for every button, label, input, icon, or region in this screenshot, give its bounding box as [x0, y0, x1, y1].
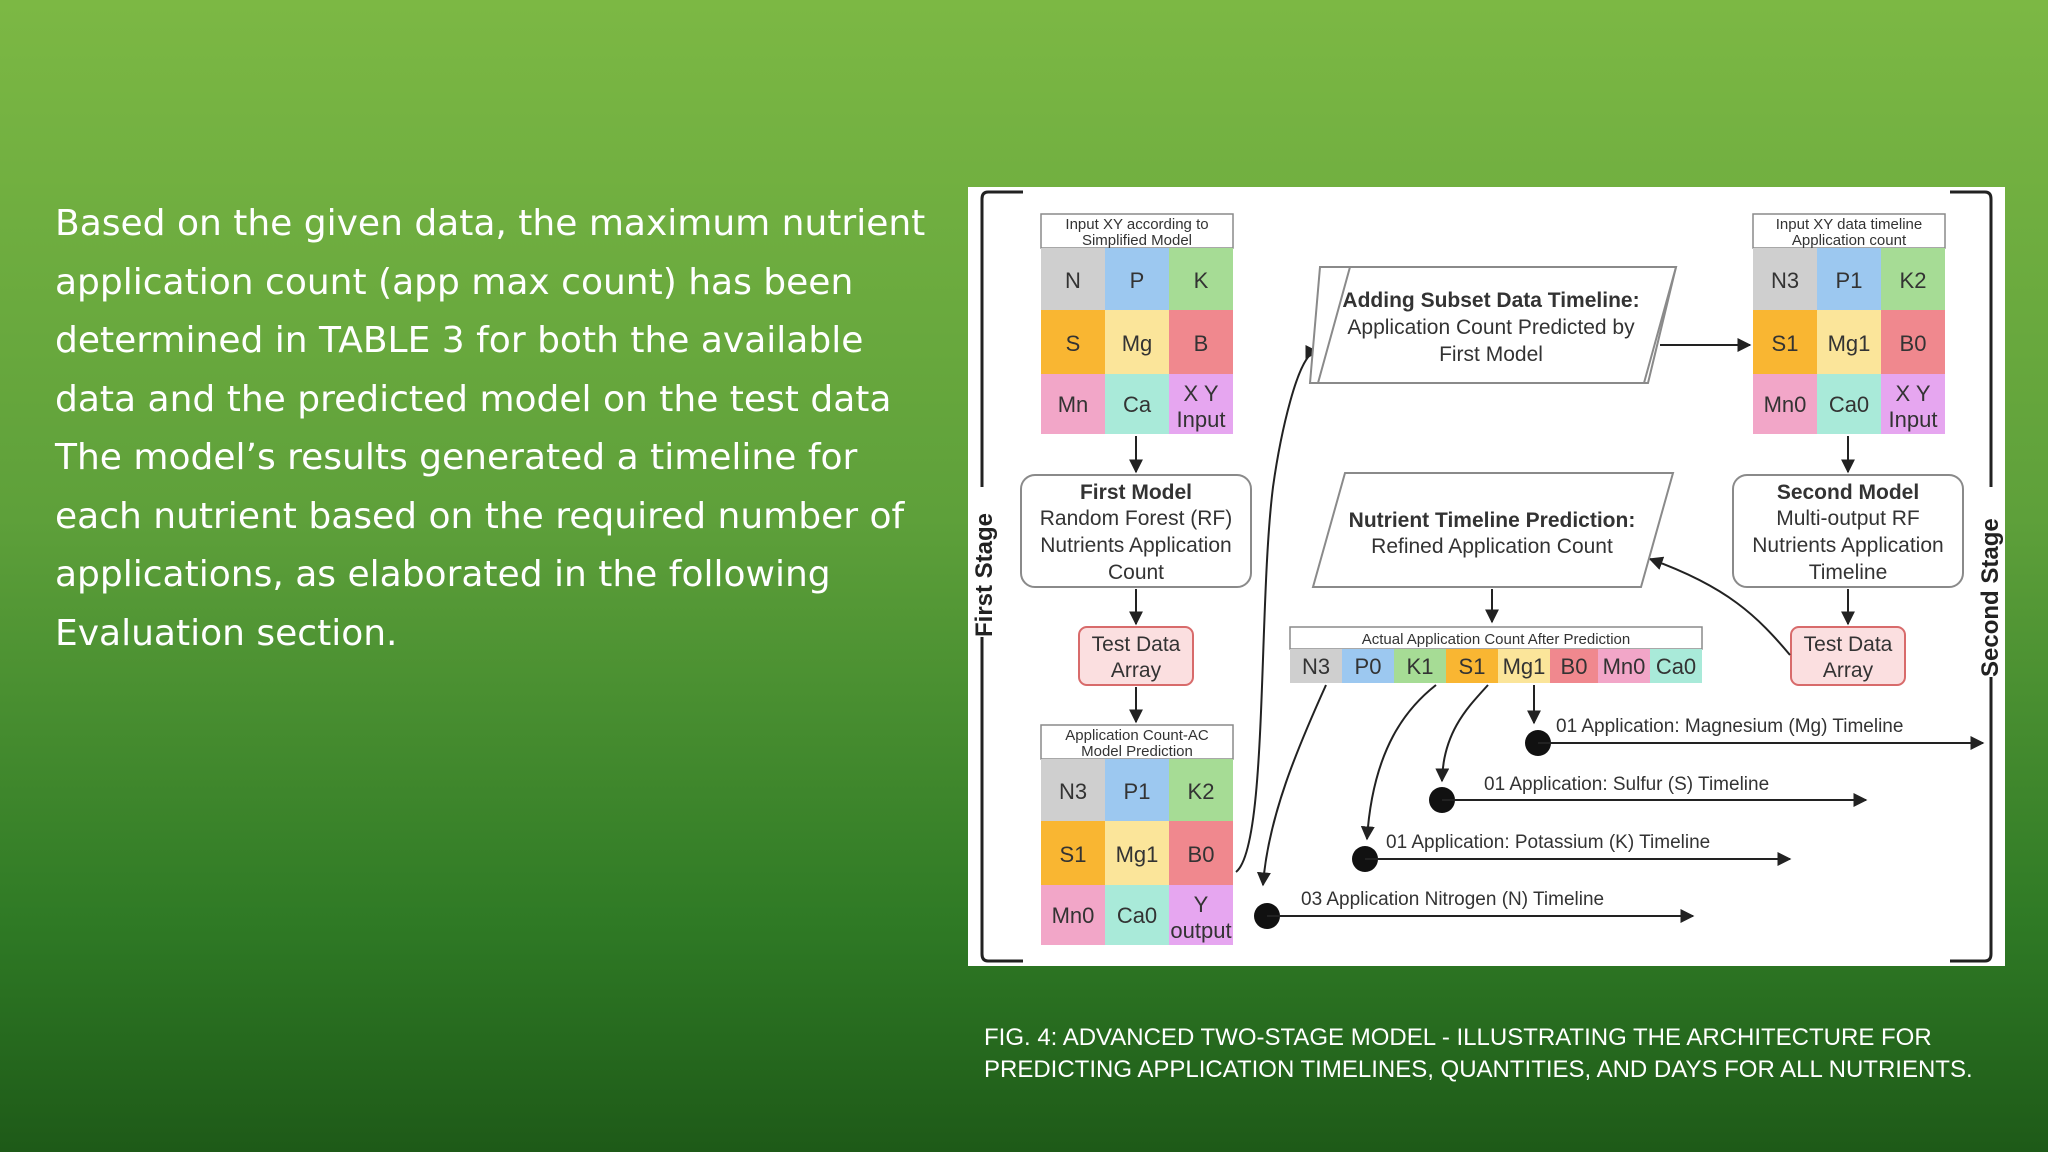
grid-cell-mn0: Mn0	[1764, 392, 1807, 417]
timeline-label: 01 Application: Magnesium (Mg) Timeline	[1556, 716, 1903, 737]
timeline-potassium: 01 Application: Potassium (K) Timeline	[1352, 832, 1792, 872]
timeline-nitrogen: 03 Application Nitrogen (N) Timeline	[1254, 889, 1695, 929]
grid-title-line: Application count	[1792, 232, 1907, 249]
grid-cell-s1: S1	[1060, 842, 1087, 867]
grid-cell-mg: Mg	[1122, 331, 1153, 356]
timeline-label: 03 Application Nitrogen (N) Timeline	[1301, 889, 1604, 910]
timeline-sulfur: 01 Application: Sulfur (S) Timeline	[1429, 774, 1868, 813]
second-model-title: Second Model	[1777, 481, 1919, 504]
grid-cell-input: Input	[1889, 407, 1938, 432]
grid-title-line: Input XY according to	[1065, 216, 1208, 233]
grid-title-line: Input XY data timeline	[1776, 216, 1922, 233]
figure-diagram: First Stage Second Stage Input XY accord…	[968, 187, 2005, 966]
actual-cell-ca0: Ca0	[1656, 654, 1696, 679]
body-line: Evaluation section.	[55, 612, 398, 654]
nutrient-timeline-title: Nutrient Timeline Prediction:	[1349, 509, 1636, 532]
nutrient-timeline-box: Nutrient Timeline Prediction: Refined Ap…	[1311, 472, 1675, 588]
grid-cell-p1: P1	[1124, 779, 1151, 804]
test-data-line: Test Data	[1092, 633, 1181, 656]
timeline-label: 01 Application: Potassium (K) Timeline	[1386, 832, 1710, 853]
test-data-right: Test Data Array	[1790, 626, 1906, 686]
grid-cell-input: Input	[1177, 407, 1226, 432]
grid-cell-s1: S1	[1772, 331, 1799, 356]
second-model-box: Second Model Multi-output RF Nutrients A…	[1732, 474, 1964, 588]
input-grid: Input XY according to Simplified Model N…	[1040, 213, 1234, 434]
first-model-line: Count	[1108, 561, 1164, 584]
grid-cell-xy: X Y	[1183, 381, 1218, 406]
actual-cell-k1: K1	[1407, 654, 1434, 679]
grid-cell-s: S	[1066, 331, 1081, 356]
second-model-line: Timeline	[1809, 561, 1888, 584]
actual-cell-mg1: Mg1	[1503, 654, 1546, 679]
grid-cell-k2: K2	[1900, 268, 1927, 293]
body-line: application count (app max count) has be…	[55, 261, 854, 303]
slide-body-text: Based on the given data, the maximum nut…	[55, 195, 926, 663]
adding-subset-line: First Model	[1439, 343, 1543, 366]
first-model-line: Nutrients Application	[1040, 534, 1231, 557]
grid-cell-p1: P1	[1836, 268, 1863, 293]
adding-subset-title: Adding Subset Data Timeline:	[1342, 289, 1639, 312]
second-model-line: Multi-output RF	[1776, 507, 1920, 530]
caption-line: FIG. 4: ADVANCED TWO-STAGE MODEL - ILLUS…	[984, 1024, 1932, 1051]
grid-cell-k2: K2	[1188, 779, 1215, 804]
nutrient-timeline-line: Refined Application Count	[1371, 535, 1613, 558]
grid-cell-n3: N3	[1771, 268, 1799, 293]
first-model-box: First Model Random Forest (RF) Nutrients…	[1020, 474, 1252, 588]
caption-line: PREDICTING APPLICATION TIMELINES, QUANTI…	[984, 1056, 1973, 1083]
body-line: determined in TABLE 3 for both the avail…	[55, 320, 864, 361]
test-data-line: Array	[1823, 659, 1874, 682]
ac-prediction-grid: Application Count-AC Model Prediction N3…	[1040, 724, 1234, 945]
grid-cell-n3: N3	[1059, 779, 1087, 804]
timeline-label: 01 Application: Sulfur (S) Timeline	[1484, 774, 1769, 795]
grid-cell-b: B	[1194, 331, 1209, 356]
body-line: Based on the given data, the maximum nut…	[55, 203, 926, 244]
grid-cell-p: P	[1130, 268, 1145, 293]
body-line: each nutrient based on the required numb…	[55, 495, 905, 537]
grid-title-line: Model Prediction	[1081, 743, 1193, 760]
actual-cell-mn0: Mn0	[1603, 654, 1646, 679]
adding-subset-box: Adding Subset Data Timeline: Application…	[1308, 266, 1678, 384]
grid-cell-output: output	[1170, 918, 1231, 943]
first-stage-label: First Stage	[971, 513, 998, 637]
grid-cell-b0: B0	[1188, 842, 1215, 867]
first-model-title: First Model	[1080, 481, 1192, 504]
test-data-line: Test Data	[1804, 633, 1893, 656]
actual-cell-n3: N3	[1302, 654, 1330, 679]
body-line: The model’s results generated a timeline…	[55, 437, 858, 478]
timeline-input-grid: Input XY data timeline Application count…	[1752, 213, 1946, 434]
test-data-line: Array	[1111, 659, 1162, 682]
grid-cell-xy: X Y	[1895, 381, 1930, 406]
timeline-magnesium: 01 Application: Magnesium (Mg) Timeline	[1525, 716, 1985, 756]
grid-cell-k: K	[1194, 268, 1209, 293]
grid-cell-ca: Ca	[1123, 392, 1152, 417]
actual-count-table: Actual Application Count After Predictio…	[1289, 626, 1703, 683]
grid-cell-mg1: Mg1	[1828, 331, 1871, 356]
grid-cell-n: N	[1065, 268, 1081, 293]
first-model-line: Random Forest (RF)	[1040, 507, 1233, 530]
grid-title-line: Application Count-AC	[1065, 727, 1209, 744]
figure-caption: FIG. 4: ADVANCED TWO-STAGE MODEL - ILLUS…	[984, 1022, 2034, 1086]
adding-subset-line: Application Count Predicted by	[1347, 316, 1635, 339]
grid-cell-mn: Mn	[1058, 392, 1089, 417]
second-stage-label: Second Stage	[1977, 518, 2004, 677]
test-data-left: Test Data Array	[1078, 626, 1194, 686]
second-model-line: Nutrients Application	[1752, 534, 1943, 557]
grid-cell-b0: B0	[1900, 331, 1927, 356]
actual-count-title: Actual Application Count After Predictio…	[1362, 631, 1631, 648]
grid-cell-mg1: Mg1	[1116, 842, 1159, 867]
body-line: data and the predicted model on the test…	[55, 378, 892, 420]
actual-cell-b0: B0	[1561, 654, 1588, 679]
grid-cell-y: Y	[1194, 892, 1209, 917]
actual-cell-s1: S1	[1459, 654, 1486, 679]
grid-cell-ca0: Ca0	[1117, 903, 1157, 928]
grid-title-line: Simplified Model	[1082, 232, 1192, 249]
grid-cell-mn0: Mn0	[1052, 903, 1095, 928]
two-stage-model-diagram: First Stage Second Stage Input XY accord…	[970, 190, 2004, 963]
body-line: applications, as elaborated in the follo…	[55, 554, 831, 595]
grid-cell-ca0: Ca0	[1829, 392, 1869, 417]
actual-cell-p0: P0	[1355, 654, 1382, 679]
